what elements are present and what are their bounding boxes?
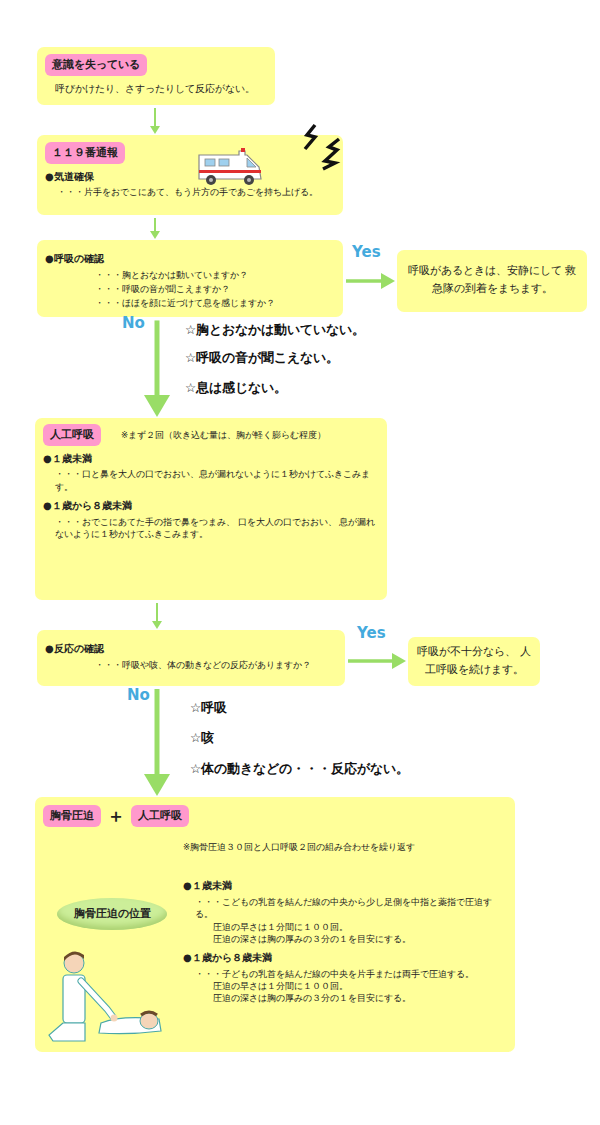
condition-note: ☆体の動きなどの・・・反応がない。 (190, 761, 409, 778)
branch-label: Yes (357, 624, 386, 642)
ambulance-illustration (195, 147, 265, 189)
branch-label: No (122, 314, 145, 332)
body-text: ・・・片手をおでこにあて、もう片方の手であごを持ち上げる。 (45, 186, 335, 198)
body-text: ・・・ほほを顔に近づけて息を感じますか？ (45, 297, 335, 309)
flow-arrow (346, 279, 381, 283)
step-box: 人工呼吸 ※まず２回（吹き込む量は、胸が軽く膨らむ程度） ●１歳未満・・・口と鼻を大… (35, 418, 387, 600)
detail-text: 圧迫の深さは胸の厚みの３分の１を目安にする。 (183, 933, 507, 945)
header-pill: 人工呼吸 (131, 805, 189, 827)
condition-note: ☆息は感じない。 (185, 380, 287, 397)
flow-arrow (155, 320, 160, 395)
header-pill: １１９番通報 (45, 142, 125, 164)
step-heading: ●反応の確認 (45, 642, 337, 657)
flow-arrow (155, 689, 160, 774)
result-box: 呼吸が不十分なら、 人工呼吸を続けます。 (408, 637, 540, 686)
alarm-mark (295, 123, 345, 169)
body-text: ・・・呼吸の音が聞こえますか？ (45, 283, 335, 295)
header-pill: 意識を失っている (45, 54, 147, 76)
flow-arrow (156, 603, 158, 621)
body-text: ・・・こどもの乳首を結んだ線の中央から少し足側を中指と薬指で圧迫する。 (183, 896, 507, 921)
step-box: 胸骨圧迫 ＋ 人工呼吸 ※胸骨圧迫３０回と人口呼吸２回の組み合わせを繰り返す ●１歳未満… (35, 797, 515, 1052)
result-text: 呼吸があるときは、安静にして 救急隊の到着をまちます。 (405, 262, 579, 297)
detail-text: 圧迫の深さは胸の厚みの３分の１を目安にする。 (183, 992, 507, 1004)
body-text: ・・・子どもの乳首を結んだ線の中央を片手または両手で圧迫する。 (183, 968, 507, 980)
cpr-figure (41, 945, 166, 1045)
header-pill: 人工呼吸 (43, 424, 101, 446)
condition-note: ☆胸とおなかは動いていない。 (185, 322, 365, 339)
detail-text: 圧迫の早さは１分間に１００回。 (183, 921, 507, 933)
step-box: １１９番通報 ●気道確保・・・片手をおでこにあて、もう片方の手であごを持ち上げる。 (37, 135, 343, 215)
check-box: ●反応の確認・・・呼吸や咳、体の動きなどの反応がありますか？ (37, 630, 345, 686)
flow-arrow (154, 108, 156, 126)
body-text: ・・・胸とおなかは動いていますか？ (45, 269, 335, 281)
position-oval: 胸骨圧迫の位置 (57, 898, 167, 930)
check-box: ●呼吸の確認・・・胸とおなかは動いていますか？ ・・・呼吸の音が聞こえますか？ ・・… (37, 240, 343, 317)
flow-arrow (348, 659, 392, 663)
body-text: ・・・おでこにあてた手の指で鼻をつまみ、 口を大人の口でおおい、 息が漏れないよ… (43, 516, 379, 541)
detail-text: 圧迫の早さは１分間に１００回。 (183, 980, 507, 992)
step-box: 意識を失っている呼びかけたり、さすったりして反応がない。 (37, 47, 275, 105)
step-heading: ●１歳未満 (43, 452, 379, 467)
condition-note: ☆呼吸 (190, 700, 227, 717)
note-text: ※胸骨圧迫３０回と人口呼吸２回の組み合わせを繰り返す (183, 841, 507, 853)
note-text: ※まず２回（吹き込む量は、胸が軽く膨らむ程度） (121, 429, 326, 441)
result-box: 呼吸があるときは、安静にして 救急隊の到着をまちます。 (397, 250, 587, 312)
step-heading: ●１歳から８歳未満 (43, 499, 379, 514)
oval-label: 胸骨圧迫の位置 (74, 906, 151, 921)
body-text: ・・・口と鼻を大人の口でおおい、息が漏れないように１秒かけてふきこみます。 (43, 468, 379, 493)
plus-sign: ＋ (107, 803, 125, 829)
branch-label: No (127, 686, 150, 704)
step-heading: ●呼吸の確認 (45, 252, 335, 267)
step-heading: ●１歳未満 (183, 879, 507, 894)
body-text: 呼びかけたり、さすったりして反応がない。 (45, 82, 267, 97)
branch-label: Yes (352, 243, 381, 261)
step-heading: ●気道確保 (45, 170, 335, 185)
step-heading: ●１歳から８歳未満 (183, 951, 507, 966)
result-text: 呼吸が不十分なら、 人工呼吸を続けます。 (416, 643, 532, 678)
header-pill: 胸骨圧迫 (43, 805, 101, 827)
condition-note: ☆咳 (190, 730, 214, 747)
body-text: ・・・呼吸や咳、体の動きなどの反応がありますか？ (45, 659, 337, 671)
flow-arrow (154, 218, 156, 231)
condition-note: ☆呼吸の音が聞こえない。 (185, 350, 339, 367)
